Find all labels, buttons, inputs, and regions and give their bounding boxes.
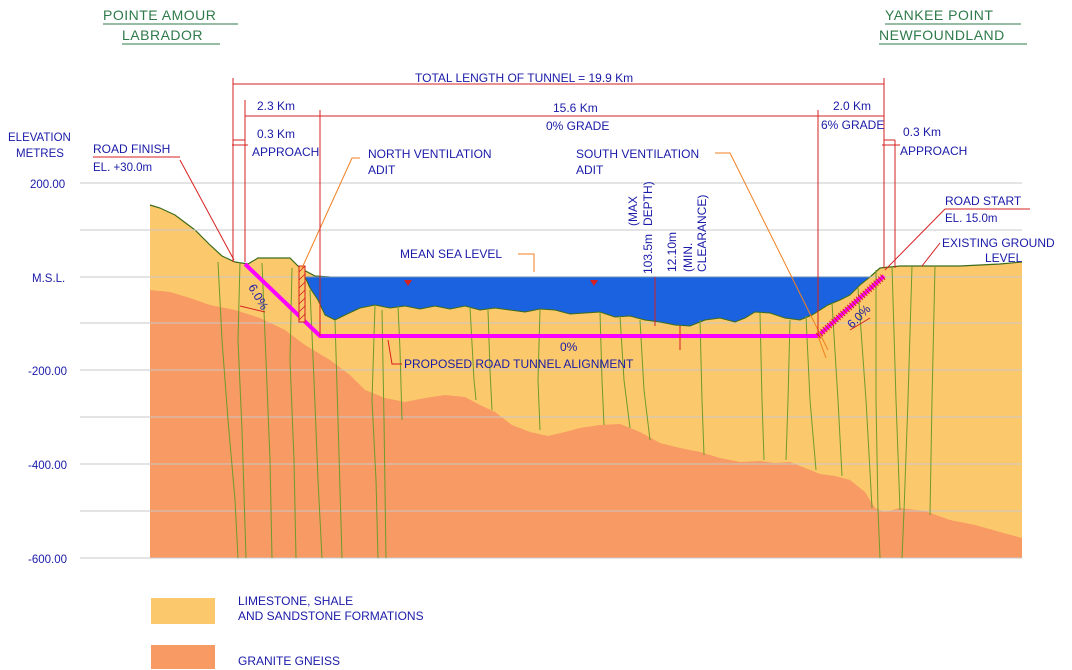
middle-section-grade: 0% GRADE [546, 119, 609, 133]
left-section-length: 2.3 Km [257, 99, 295, 113]
place-left-name: POINTE AMOUR [103, 7, 216, 23]
fault-lines [217, 261, 936, 559]
mean-sea-level-label: MEAN SEA LEVEL [400, 247, 502, 261]
max-depth-label-2: DEPTH) [641, 181, 655, 226]
tunnel-alignment [243, 262, 886, 338]
north-vent-label-line2: ADIT [368, 163, 396, 177]
place-right-region: NEWFOUNDLAND [879, 27, 1005, 43]
legend-limestone-line1: LIMESTONE, SHALE [238, 594, 353, 608]
place-left-region: LABRADOR [122, 27, 203, 43]
legend-swatch-limestone [151, 598, 215, 624]
dimension-lines [232, 78, 896, 336]
tunnel-alignment-label: PROPOSED ROAD TUNNEL ALIGNMENT [404, 357, 634, 371]
road-finish-elevation: EL. +30.0m [93, 162, 152, 174]
south-vent-label-line1: SOUTH VENTILATION [576, 147, 699, 161]
right-section-grade: 6% GRADE [821, 118, 884, 132]
granite-layer [150, 290, 1022, 558]
right-approach-label: APPROACH [900, 144, 967, 158]
tick-minus600: -600.00 [28, 554, 67, 566]
min-clearance-label-1: (MIN. [681, 243, 695, 272]
legend-limestone-line2: AND SANDSTONE FORMATIONS [238, 609, 424, 623]
tick-minus400: -400.00 [28, 460, 67, 472]
max-depth-value: 103.5m [641, 234, 655, 274]
left-approach-length: 0.3 Km [257, 127, 295, 141]
max-depth-label-1: (MAX [626, 196, 640, 226]
tick-msl: M.S.L. [32, 273, 65, 285]
north-ventilation-shaft [298, 265, 306, 323]
total-length-label: TOTAL LENGTH OF TUNNEL = 19.9 Km [415, 71, 633, 85]
south-vent-label-line2: ADIT [576, 163, 604, 177]
legend-granite-line1: GRANITE GNEISS [238, 654, 340, 668]
legend-swatch-granite [151, 645, 215, 669]
right-section-length: 2.0 Km [833, 99, 871, 113]
leaders [93, 144, 1030, 365]
road-finish-label: ROAD FINISH [93, 142, 170, 156]
axis-title-line2: METRES [16, 148, 64, 160]
road-start-label: ROAD START [945, 194, 1022, 208]
middle-section-length: 15.6 Km [553, 101, 598, 115]
existing-ground-line1: EXISTING GROUND [942, 236, 1055, 250]
tick-200: 200.00 [30, 179, 65, 191]
grade-mid-label: 0% [560, 340, 578, 354]
sea-level-marker-1 [404, 280, 412, 286]
min-clearance-value: 12.10m [665, 232, 679, 272]
north-ventilation-hatch [298, 265, 306, 321]
existing-ground-line2: LEVEL [985, 251, 1023, 265]
axis-title-line1: ELEVATION [8, 132, 71, 144]
tick-minus200: -200.00 [28, 366, 67, 378]
left-approach-label: APPROACH [252, 145, 319, 159]
sea-area [305, 277, 870, 326]
north-vent-label-line1: NORTH VENTILATION [368, 147, 492, 161]
right-approach-length: 0.3 Km [903, 125, 941, 139]
road-start-elevation: EL. 15.0m [945, 213, 997, 225]
geology-layers [149, 204, 1023, 558]
sea-level-marker-2 [590, 280, 598, 286]
min-clearance-label-2: CLEARANCE) [695, 195, 709, 272]
place-right-name: YANKEE POINT [885, 7, 993, 23]
